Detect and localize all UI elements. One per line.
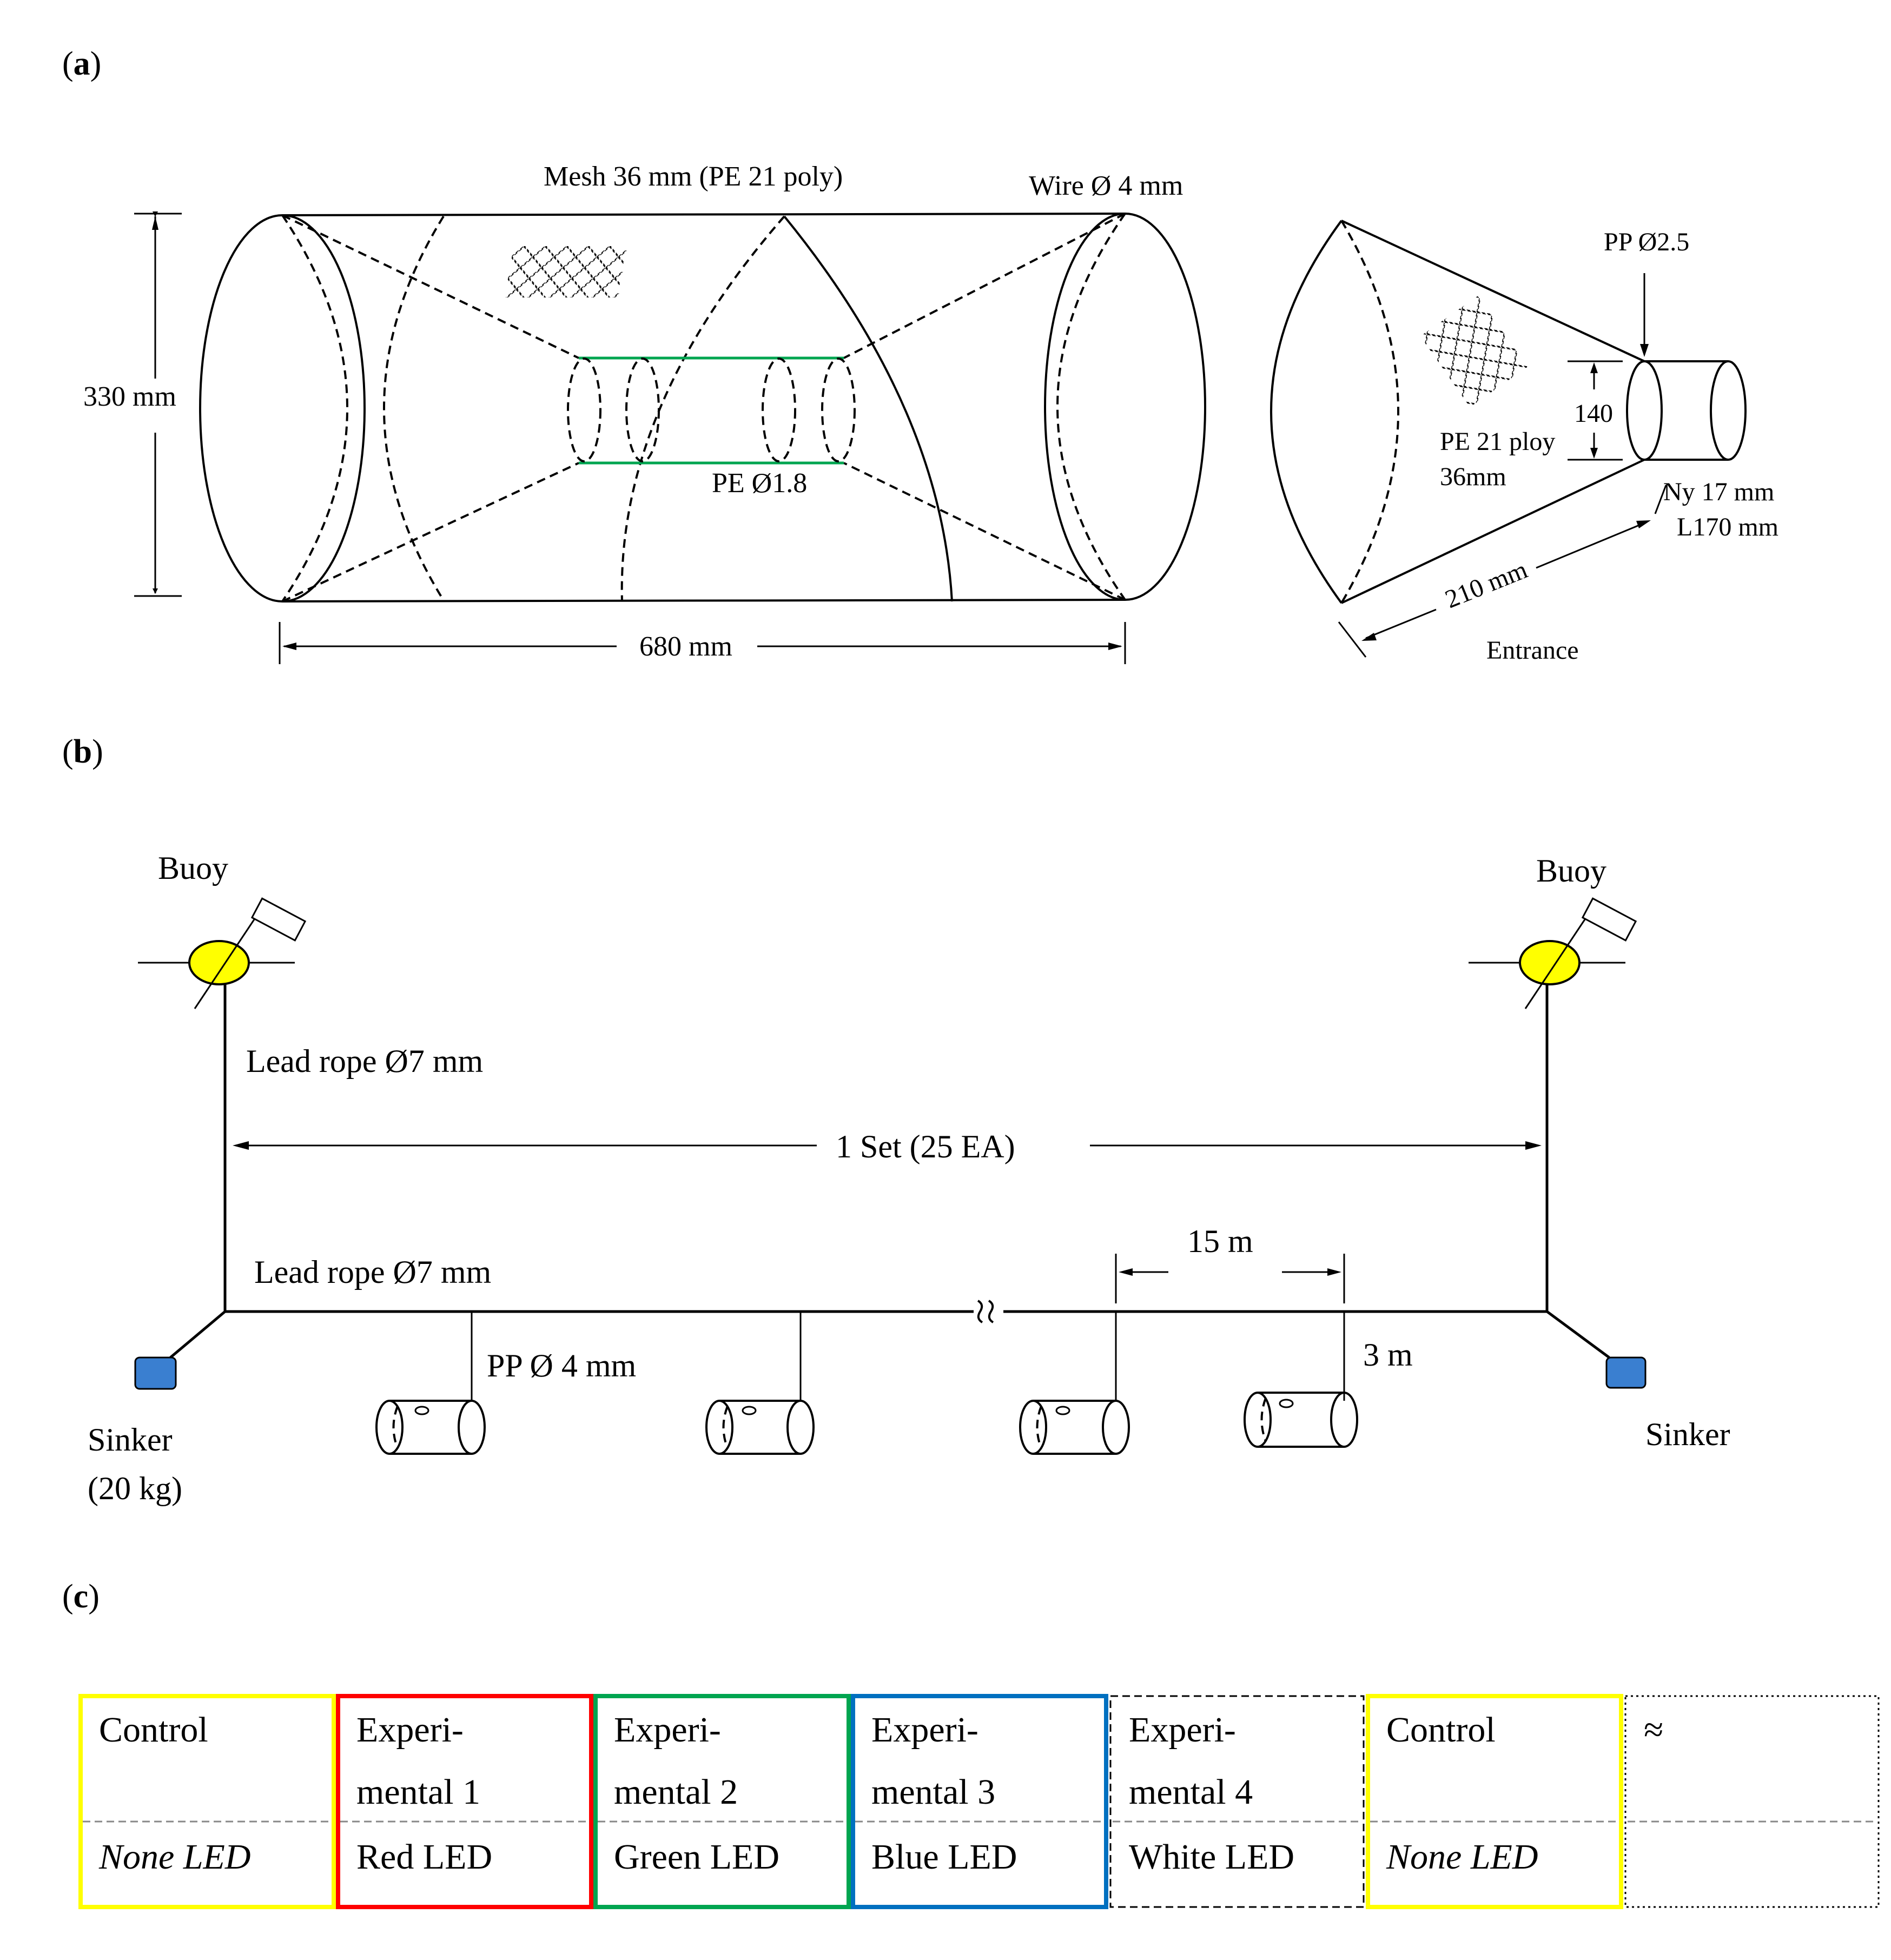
trap-cylinder (199, 213, 1206, 602)
cell-header-line-2: mental 3 (871, 1772, 995, 1812)
sinker-right-label: Sinker (1645, 1416, 1730, 1452)
entrance-net-label-2: 36mm (1440, 462, 1506, 491)
table-cell-border (851, 1694, 1108, 1909)
table-cell: ≈ (1624, 1695, 1880, 1908)
branch-length-label: 3 m (1363, 1337, 1413, 1373)
cell-header-line-2: mental 2 (614, 1772, 738, 1812)
entrance-bottom-slope (1341, 459, 1645, 604)
cell-header-line-1: Experi- (871, 1710, 978, 1750)
spacing-label: 15 m (1187, 1223, 1253, 1259)
vertical-rope-label: Lead rope Ø7 mm (246, 1043, 483, 1079)
table-cell: Experi-mental 3 Blue LED (851, 1694, 1108, 1909)
table-cell-border (336, 1694, 593, 1909)
cell-header-line-2: mental 4 (1129, 1772, 1253, 1812)
buoy-right-label: Buoy (1536, 853, 1606, 889)
inner-ring-2 (625, 357, 660, 462)
length-dimension (279, 622, 1126, 664)
trap-left-end (199, 214, 366, 602)
table-cell-border (1366, 1694, 1623, 1909)
longline-rig (134, 897, 1647, 1455)
mesh-swatch (505, 246, 627, 297)
sinker-left-label-1: Sinker (88, 1422, 173, 1458)
table-cell-border (1624, 1695, 1880, 1908)
table-cell: Experi-mental 4 White LED (1109, 1695, 1365, 1908)
trap-3 (1019, 1400, 1130, 1455)
trap-mid-ring-front (783, 215, 953, 602)
entrance-title: Entrance (1486, 636, 1579, 665)
l-label: L170 mm (1677, 513, 1778, 541)
inner-ring-4 (821, 357, 856, 462)
inner-ring-3 (762, 357, 796, 462)
slant-label: 210 mm (1441, 555, 1531, 614)
cell-treatment: White LED (1129, 1837, 1294, 1877)
table-cell-border (593, 1694, 851, 1909)
cell-treatment: Blue LED (871, 1837, 1017, 1877)
trap-right-inner-edge (1056, 213, 1126, 601)
sinker-left (134, 1356, 177, 1390)
sinker-right (1605, 1356, 1647, 1389)
branch-line-label: PP Ø 4 mm (487, 1348, 636, 1383)
cell-header-line-1: Control (99, 1710, 208, 1750)
entrance-mesh-swatch (1420, 296, 1528, 407)
buoy-right (1469, 897, 1637, 1009)
trap-1 (375, 1400, 486, 1455)
inner-tube-label: PE Ø1.8 (712, 468, 807, 499)
entrance-outer-front (1270, 220, 1343, 604)
sinker-left-label-2: (20 kg) (88, 1471, 182, 1506)
height-dimension (134, 211, 182, 597)
funnel-right-bottom (843, 462, 1126, 601)
cell-treatment: None LED (98, 1837, 251, 1877)
funnel-left-bottom (282, 462, 579, 602)
entrance-opening (1626, 360, 1663, 461)
cell-treatment: Green LED (614, 1837, 779, 1877)
length-label: 680 mm (639, 631, 732, 662)
table-cell-border (78, 1694, 336, 1909)
opening-label: 140 (1574, 399, 1613, 428)
panel-a-label: (a) (62, 45, 101, 82)
cell-header-line-1: Experi- (1129, 1710, 1236, 1750)
cell-treatment: None LED (1386, 1837, 1538, 1877)
mesh-label: Mesh 36 mm (PE 21 poly) (544, 161, 843, 192)
trap-4 (1244, 1392, 1358, 1448)
main-line-label: Lead rope Ø7 mm (254, 1254, 491, 1290)
entrance-top-slope (1341, 220, 1645, 362)
ny-label: Ny 17 mm (1663, 478, 1774, 506)
trap-bottom-edge (282, 599, 1126, 602)
buoy-left-label: Buoy (158, 850, 228, 886)
entrance-funnel (1270, 220, 1747, 658)
panel-c-label: (c) (62, 1578, 100, 1615)
entrance-tube-end (1710, 360, 1747, 461)
trap-2 (705, 1400, 815, 1455)
cell-header-line-2: mental 1 (356, 1772, 480, 1812)
entrance-outer-back (1340, 220, 1399, 604)
set-label: 1 Set (25 EA) (836, 1129, 1015, 1164)
table-cell: Experi-mental 1 Red LED (336, 1694, 593, 1909)
trap-mid-ring-back (620, 215, 785, 602)
pp-label: PP Ø2.5 (1604, 228, 1689, 256)
trap-top-edge (282, 213, 1126, 216)
height-label: 330 mm (83, 381, 176, 412)
inner-ring-1 (567, 357, 601, 462)
cell-treatment: Red LED (356, 1837, 492, 1877)
panel-b-label: (b) (62, 733, 103, 770)
cell-header-line-1: Experi- (356, 1710, 464, 1750)
trap-left-inner-edge (281, 214, 348, 602)
trap-left-ring (383, 215, 445, 601)
funnel-left-top (282, 214, 579, 359)
table-cell: Experi-mental 2 Green LED (593, 1694, 851, 1909)
table-cell-border (1109, 1695, 1365, 1908)
wire-label: Wire Ø 4 mm (1029, 170, 1183, 201)
cell-header-line-1: Experi- (614, 1710, 721, 1750)
cell-header-line-1: ≈ (1644, 1710, 1663, 1750)
funnel-right-top (843, 213, 1126, 359)
cell-header-line-1: Control (1386, 1710, 1496, 1750)
buoy-left (138, 897, 307, 1009)
trap-right-end (1044, 213, 1206, 601)
entrance-net-label-1: PE 21 ploy (1440, 427, 1555, 456)
